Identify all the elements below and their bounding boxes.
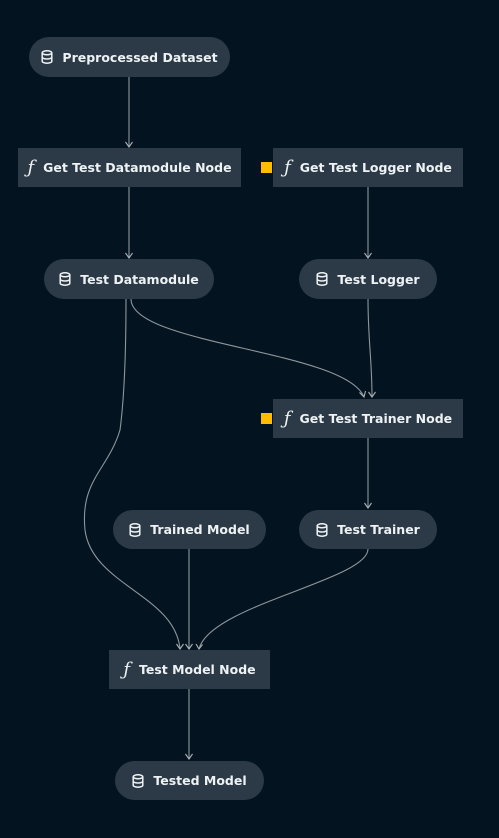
function-icon: ƒ — [27, 156, 35, 178]
node-label: Get Test Datamodule Node — [43, 160, 232, 175]
node-label: Preprocessed Dataset — [62, 49, 218, 65]
node-test-datamodule[interactable]: Test Datamodule — [44, 259, 214, 299]
parameters-indicator[interactable] — [261, 413, 272, 424]
edge-test-datamodule-to-get-test-trainer-node — [130, 298, 365, 398]
node-get-test-logger-node[interactable]: ƒ Get Test Logger Node — [273, 148, 463, 187]
edge-arrowhead — [195, 643, 203, 650]
database-icon — [41, 50, 53, 64]
node-preprocessed-dataset[interactable]: Preprocessed Dataset — [29, 37, 230, 77]
function-icon: ƒ — [123, 658, 130, 680]
edge-arrowhead — [125, 252, 133, 259]
database-icon — [316, 522, 328, 537]
edge-test-datamodule-to-test-model-node — [83, 298, 181, 650]
node-label: Get Test Logger Node — [299, 160, 452, 175]
database-icon — [316, 272, 328, 286]
node-tested-model[interactable]: Tested Model — [115, 761, 264, 800]
node-label: Get Test Trainer Node — [299, 411, 453, 426]
database-icon — [132, 773, 144, 788]
edge-arrowhead — [368, 391, 376, 398]
database-icon — [59, 272, 71, 286]
edge-test-trainer-to-test-model-node — [198, 548, 369, 650]
function-icon: ƒ — [283, 407, 291, 429]
node-trained-model[interactable]: Trained Model — [113, 510, 266, 549]
database-icon — [129, 522, 141, 537]
node-test-logger[interactable]: Test Logger — [299, 259, 437, 299]
edge-test-logger-to-get-test-trainer-node — [367, 298, 373, 398]
edge-arrowhead — [125, 141, 133, 148]
node-label: Test Trainer — [337, 522, 420, 537]
node-get-test-trainer-node[interactable]: ƒ Get Test Trainer Node — [273, 399, 463, 438]
node-label: Test Datamodule — [80, 271, 199, 287]
edge-arrowhead — [176, 643, 184, 650]
parameters-indicator[interactable] — [261, 162, 272, 173]
edge-arrowhead — [185, 753, 193, 760]
edge-arrowhead — [364, 502, 372, 509]
function-icon: ƒ — [284, 156, 291, 178]
node-label: Trained Model — [150, 522, 250, 537]
node-label: Tested Model — [153, 773, 247, 788]
node-label: Test Model Node — [138, 662, 256, 677]
edge-arrowhead — [364, 252, 372, 259]
node-test-trainer[interactable]: Test Trainer — [299, 510, 437, 549]
node-get-test-datamodule-node[interactable]: ƒ Get Test Datamodule Node — [18, 148, 241, 187]
edge-arrowhead — [359, 390, 367, 399]
node-test-model-node[interactable]: ƒ Test Model Node — [109, 650, 270, 689]
node-label: Test Logger — [337, 271, 420, 287]
edge-arrowhead — [185, 643, 193, 650]
